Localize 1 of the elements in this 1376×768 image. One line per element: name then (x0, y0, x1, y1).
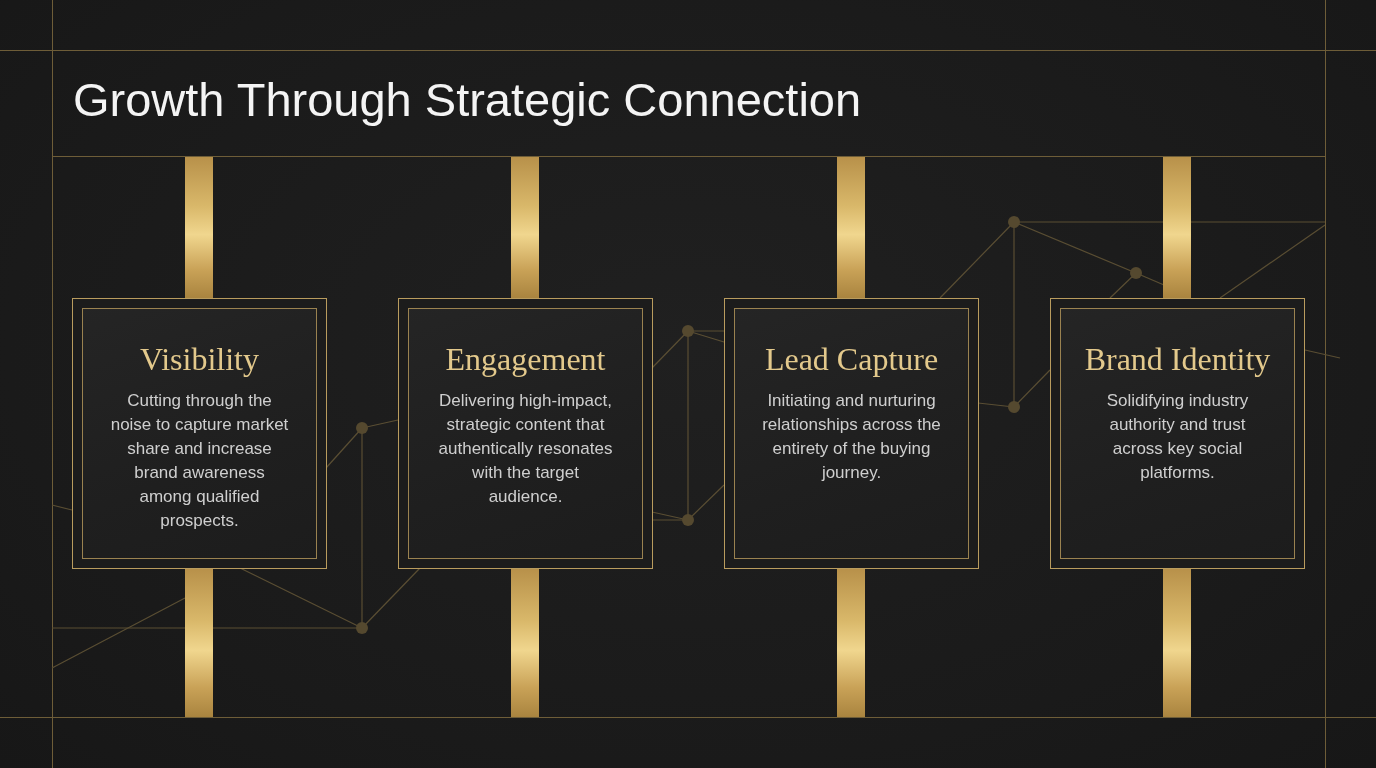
slide-title: Growth Through Strategic Connection (73, 72, 862, 128)
